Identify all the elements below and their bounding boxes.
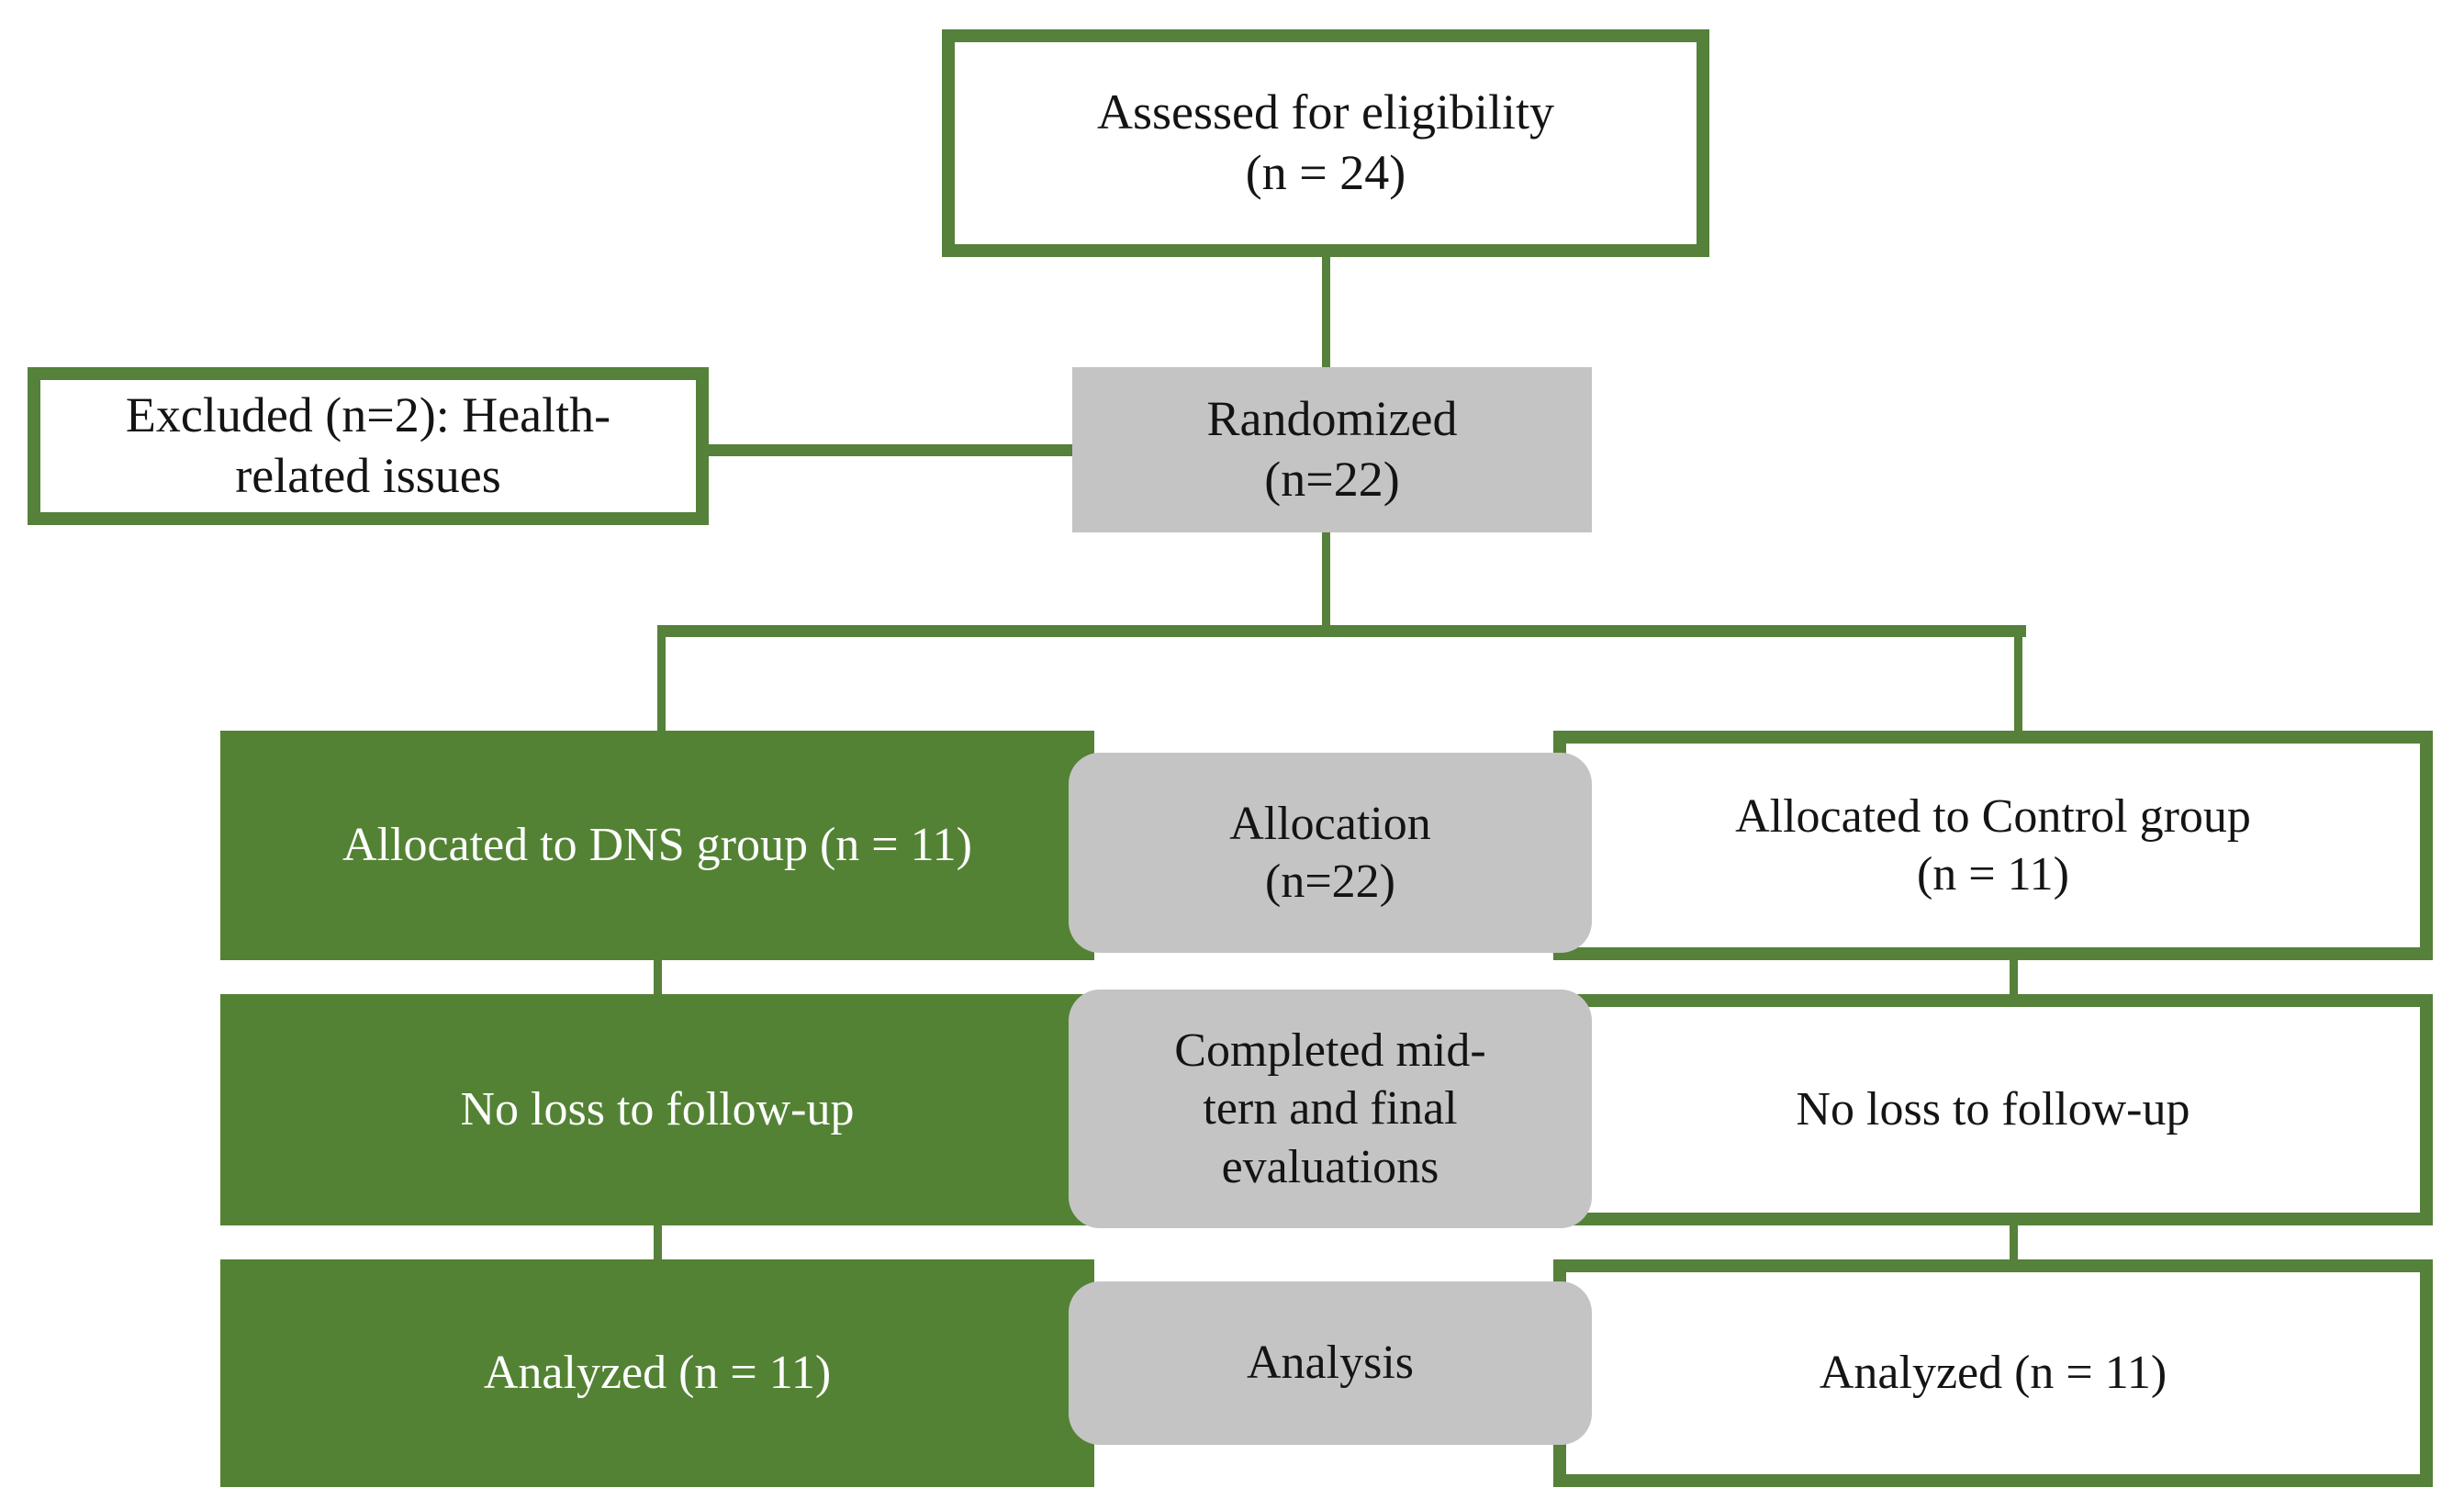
node-dns-allocation: Allocated to DNS group (n = 11) <box>220 731 1094 960</box>
connector-split-to-dns-allocation <box>657 625 666 735</box>
stage-label-followup-text: Completed mid- tern and final evaluation… <box>1174 1024 1486 1193</box>
node-dns-analyzed: Analyzed (n = 11) <box>220 1259 1094 1487</box>
connector-randomized-to-excluded <box>707 444 1076 456</box>
node-control-allocation-label: Allocated to Control group (n = 11) <box>1735 789 2251 901</box>
connector-eligibility-to-randomized <box>1322 255 1330 371</box>
stage-label-analysis: Analysis <box>1069 1281 1592 1445</box>
node-randomized-label: Randomized (n=22) <box>1206 391 1458 507</box>
connector-allocation-split-bus <box>657 625 2026 637</box>
node-assessed-for-eligibility-label: Assessed for eligibility (n = 24) <box>1097 84 1554 200</box>
stage-label-followup: Completed mid- tern and final evaluation… <box>1069 990 1592 1228</box>
node-excluded-label: Excluded (n=2): Health- related issues <box>125 387 611 503</box>
node-control-allocation: Allocated to Control group (n = 11) <box>1553 731 2433 960</box>
connector-randomized-to-split <box>1322 529 1330 630</box>
connector-split-to-control-allocation <box>2014 625 2022 735</box>
node-dns-followup: No loss to follow-up <box>220 994 1094 1225</box>
node-dns-allocation-label: Allocated to DNS group (n = 11) <box>342 819 972 872</box>
node-control-analyzed-label: Analyzed (n = 11) <box>1819 1347 2167 1400</box>
connector-dns-allocation-to-followup <box>654 956 662 1000</box>
node-dns-followup-label: No loss to follow-up <box>460 1083 855 1136</box>
node-control-followup: No loss to follow-up <box>1553 994 2433 1225</box>
node-assessed-for-eligibility: Assessed for eligibility (n = 24) <box>942 29 1709 257</box>
node-dns-analyzed-label: Analyzed (n = 11) <box>483 1347 832 1400</box>
stage-label-allocation-text: Allocation (n=22) <box>1229 797 1431 908</box>
node-control-analyzed: Analyzed (n = 11) <box>1553 1259 2433 1487</box>
node-control-followup-label: No loss to follow-up <box>1796 1083 2190 1136</box>
stage-label-analysis-text: Analysis <box>1247 1337 1414 1390</box>
node-randomized: Randomized (n=22) <box>1072 367 1592 532</box>
node-excluded: Excluded (n=2): Health- related issues <box>28 367 709 525</box>
connector-dns-followup-to-analysis <box>654 1221 662 1265</box>
connector-control-allocation-to-followup <box>2010 956 2018 1000</box>
connector-control-followup-to-analysis <box>2010 1221 2018 1265</box>
stage-label-allocation: Allocation (n=22) <box>1069 753 1592 953</box>
